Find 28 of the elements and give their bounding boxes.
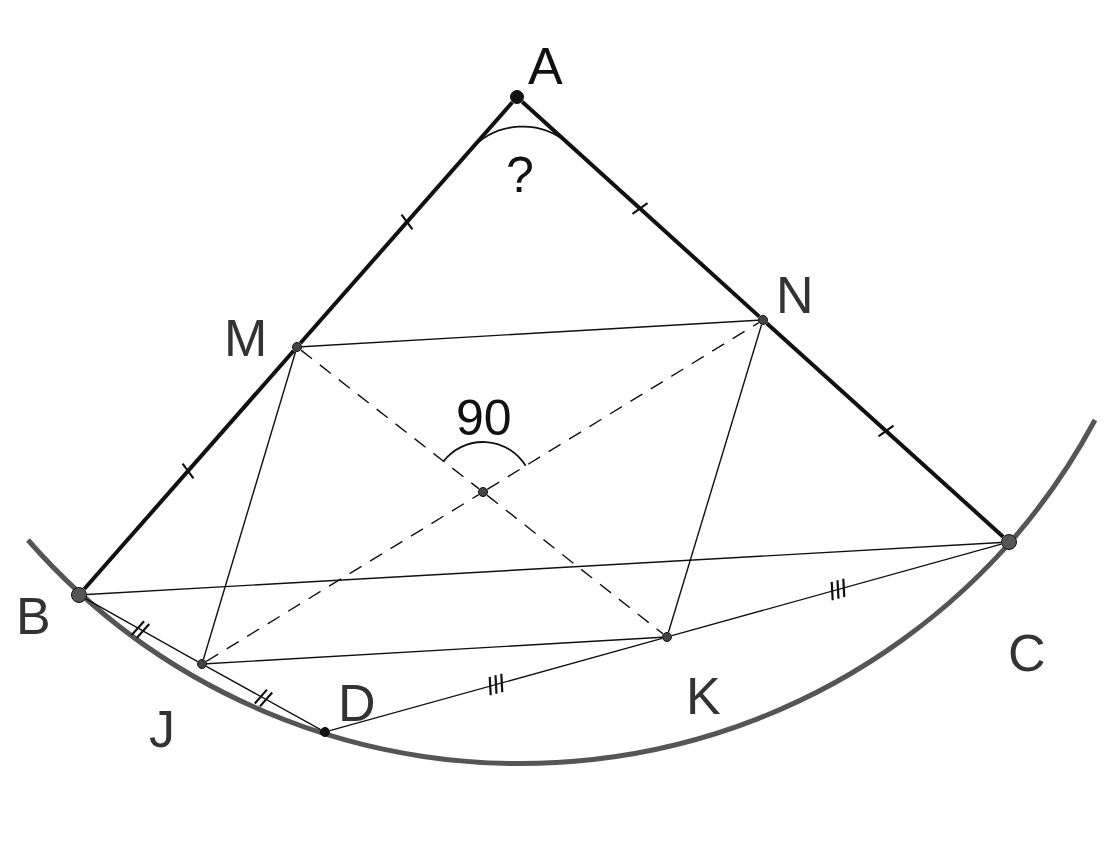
point-label: D: [338, 677, 376, 729]
point-label: K: [686, 670, 721, 722]
line-segment: [486, 321, 760, 491]
angle-label: ?: [506, 150, 534, 200]
line-segment: [85, 598, 199, 663]
line-segment: [301, 319, 759, 348]
point-label: C: [1008, 627, 1046, 679]
point-label: A: [528, 40, 563, 92]
point-label: N: [776, 269, 814, 321]
line-segment: [206, 636, 663, 665]
point-label: B: [16, 590, 51, 642]
line-segment: [671, 543, 1002, 637]
point-label: M: [224, 312, 268, 364]
line-segment: [486, 494, 664, 635]
line-segment: [298, 100, 514, 345]
line-segment: [520, 100, 761, 319]
line-segment: [86, 541, 1002, 596]
line-segment: [329, 637, 663, 732]
angle-label: 90: [456, 393, 512, 443]
line-segment: [82, 349, 296, 591]
line-segment: [202, 351, 297, 660]
point: [478, 487, 488, 497]
line-segment: [205, 665, 322, 731]
line-segment: [765, 321, 1005, 539]
line-segment: [667, 324, 763, 633]
line-segment: [300, 349, 480, 490]
line-segment: [205, 493, 480, 663]
point-label: J: [149, 703, 175, 755]
